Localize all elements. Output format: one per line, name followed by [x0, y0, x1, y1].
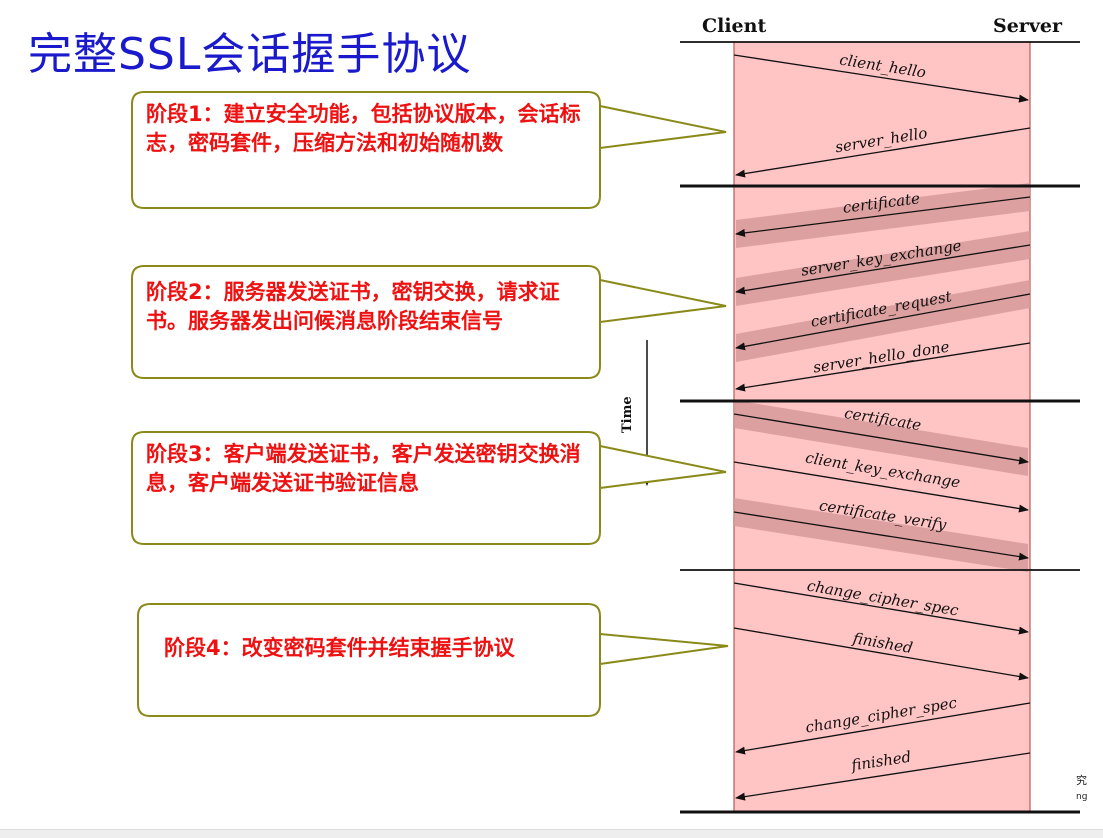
message-arrow	[735, 752, 1031, 801]
message-arrow	[733, 413, 1029, 465]
message-arrow	[733, 582, 1029, 635]
message-arrow	[735, 244, 1031, 295]
message-arrow	[735, 196, 1031, 237]
callout-bubble	[131, 91, 727, 209]
message-arrow	[733, 627, 1029, 681]
message-arrow	[735, 293, 1031, 351]
phase-2-text: 阶段2：服务器发送证书，密钥交换，请求证书。服务器发出问候消息阶段结束信号	[146, 280, 560, 333]
callout-bubble	[131, 265, 727, 379]
message-arrow	[735, 342, 1031, 392]
message-arrow	[733, 511, 1029, 561]
message-arrow	[735, 127, 1031, 178]
time-axis-label: Time	[620, 396, 635, 433]
callout-bubble	[131, 431, 727, 545]
phase-3-text: 阶段3：客户端发送证书，客户发送密钥交换消息，客户端发送证书验证信息	[146, 442, 581, 495]
edge-text-1: 究	[1076, 774, 1087, 787]
server-column-label: Server	[993, 15, 1063, 37]
edge-text-2: ng	[1076, 792, 1088, 802]
message-arrow	[735, 702, 1031, 755]
page-title: 完整SSL会话握手协议	[28, 29, 472, 80]
message-arrow	[733, 461, 1029, 513]
client-column-label: Client	[702, 15, 766, 37]
phase-4-text: 阶段4：改变密码套件并结束握手协议	[164, 636, 515, 660]
bottom-strip	[0, 829, 1103, 838]
message-arrow	[733, 54, 1029, 103]
callout-bubble	[137, 603, 729, 717]
phase-1-text: 阶段1：建立安全功能，包括协议版本，会话标志，密码套件，压缩方法和初始随机数	[146, 102, 581, 155]
